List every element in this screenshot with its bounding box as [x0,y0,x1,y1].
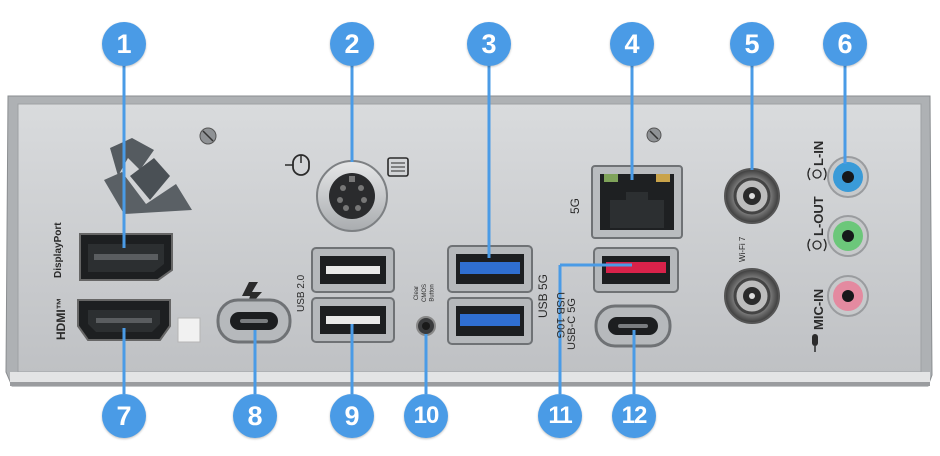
usb20-label: USB 2.0 [296,274,307,312]
cmos-label-line1: Clear [414,285,421,301]
hdmi-port[interactable] [77,299,171,341]
callout-7: 7 [102,394,146,438]
line-out-jack[interactable] [827,215,869,257]
clear-cmos-button[interactable] [416,316,436,336]
usb-2-0-port-top[interactable] [311,247,395,293]
line-in-jack[interactable] [827,156,869,198]
mic-in-jack[interactable] [827,275,869,317]
usbc5g-label: USB-C 5G [566,298,578,350]
line-out-label: L-OUT [811,196,826,236]
mouse-icon [285,154,310,176]
audio-jack-icon [807,167,827,252]
cmos-label-line3: Button [429,284,436,302]
hdmi-label: HDMI™ [54,297,68,340]
line-in-label: L-IN [811,140,826,166]
wifi-antenna-connector-bottom[interactable] [724,268,780,324]
callout-4: 4 [610,22,654,66]
callout-1: 1 [102,22,146,66]
mic-in-label: MIC-IN [811,288,826,330]
wifi-label: Wi-Fi 7 [738,236,747,262]
keyboard-icon [387,157,409,177]
displayport-label: DisplayPort [53,222,64,278]
usb-10g-port[interactable] [593,247,679,293]
usb-5g-port-top[interactable] [447,245,533,293]
callout-9: 9 [330,394,374,438]
callout-12: 12 [612,394,656,438]
usb-c-port-8[interactable] [216,298,292,344]
lan-port[interactable] [591,165,683,239]
callout-6: 6 [823,22,867,66]
ps2-port[interactable] [316,160,388,232]
msi-logo-icon [104,138,192,214]
lan-label: 5G [568,197,582,214]
displayport-port[interactable] [79,233,173,281]
thunderbolt-icon [242,282,262,310]
callout-10: 10 [404,394,448,438]
usb10g-label: USB 10G [554,292,566,339]
mic-icon [812,334,818,352]
callout-leaders [122,64,847,394]
usb-5g-port-bottom[interactable] [447,297,533,345]
callout-5: 5 [730,22,774,66]
cmos-label-line2: CMOS [422,284,428,302]
callout-3: 3 [467,22,511,66]
wifi-antenna-connector-top[interactable] [724,168,780,224]
usb5g-label: USB 5G [536,273,550,318]
callout-11: 11 [538,394,582,438]
callout-8: 8 [233,394,277,438]
callout-2: 2 [330,22,374,66]
